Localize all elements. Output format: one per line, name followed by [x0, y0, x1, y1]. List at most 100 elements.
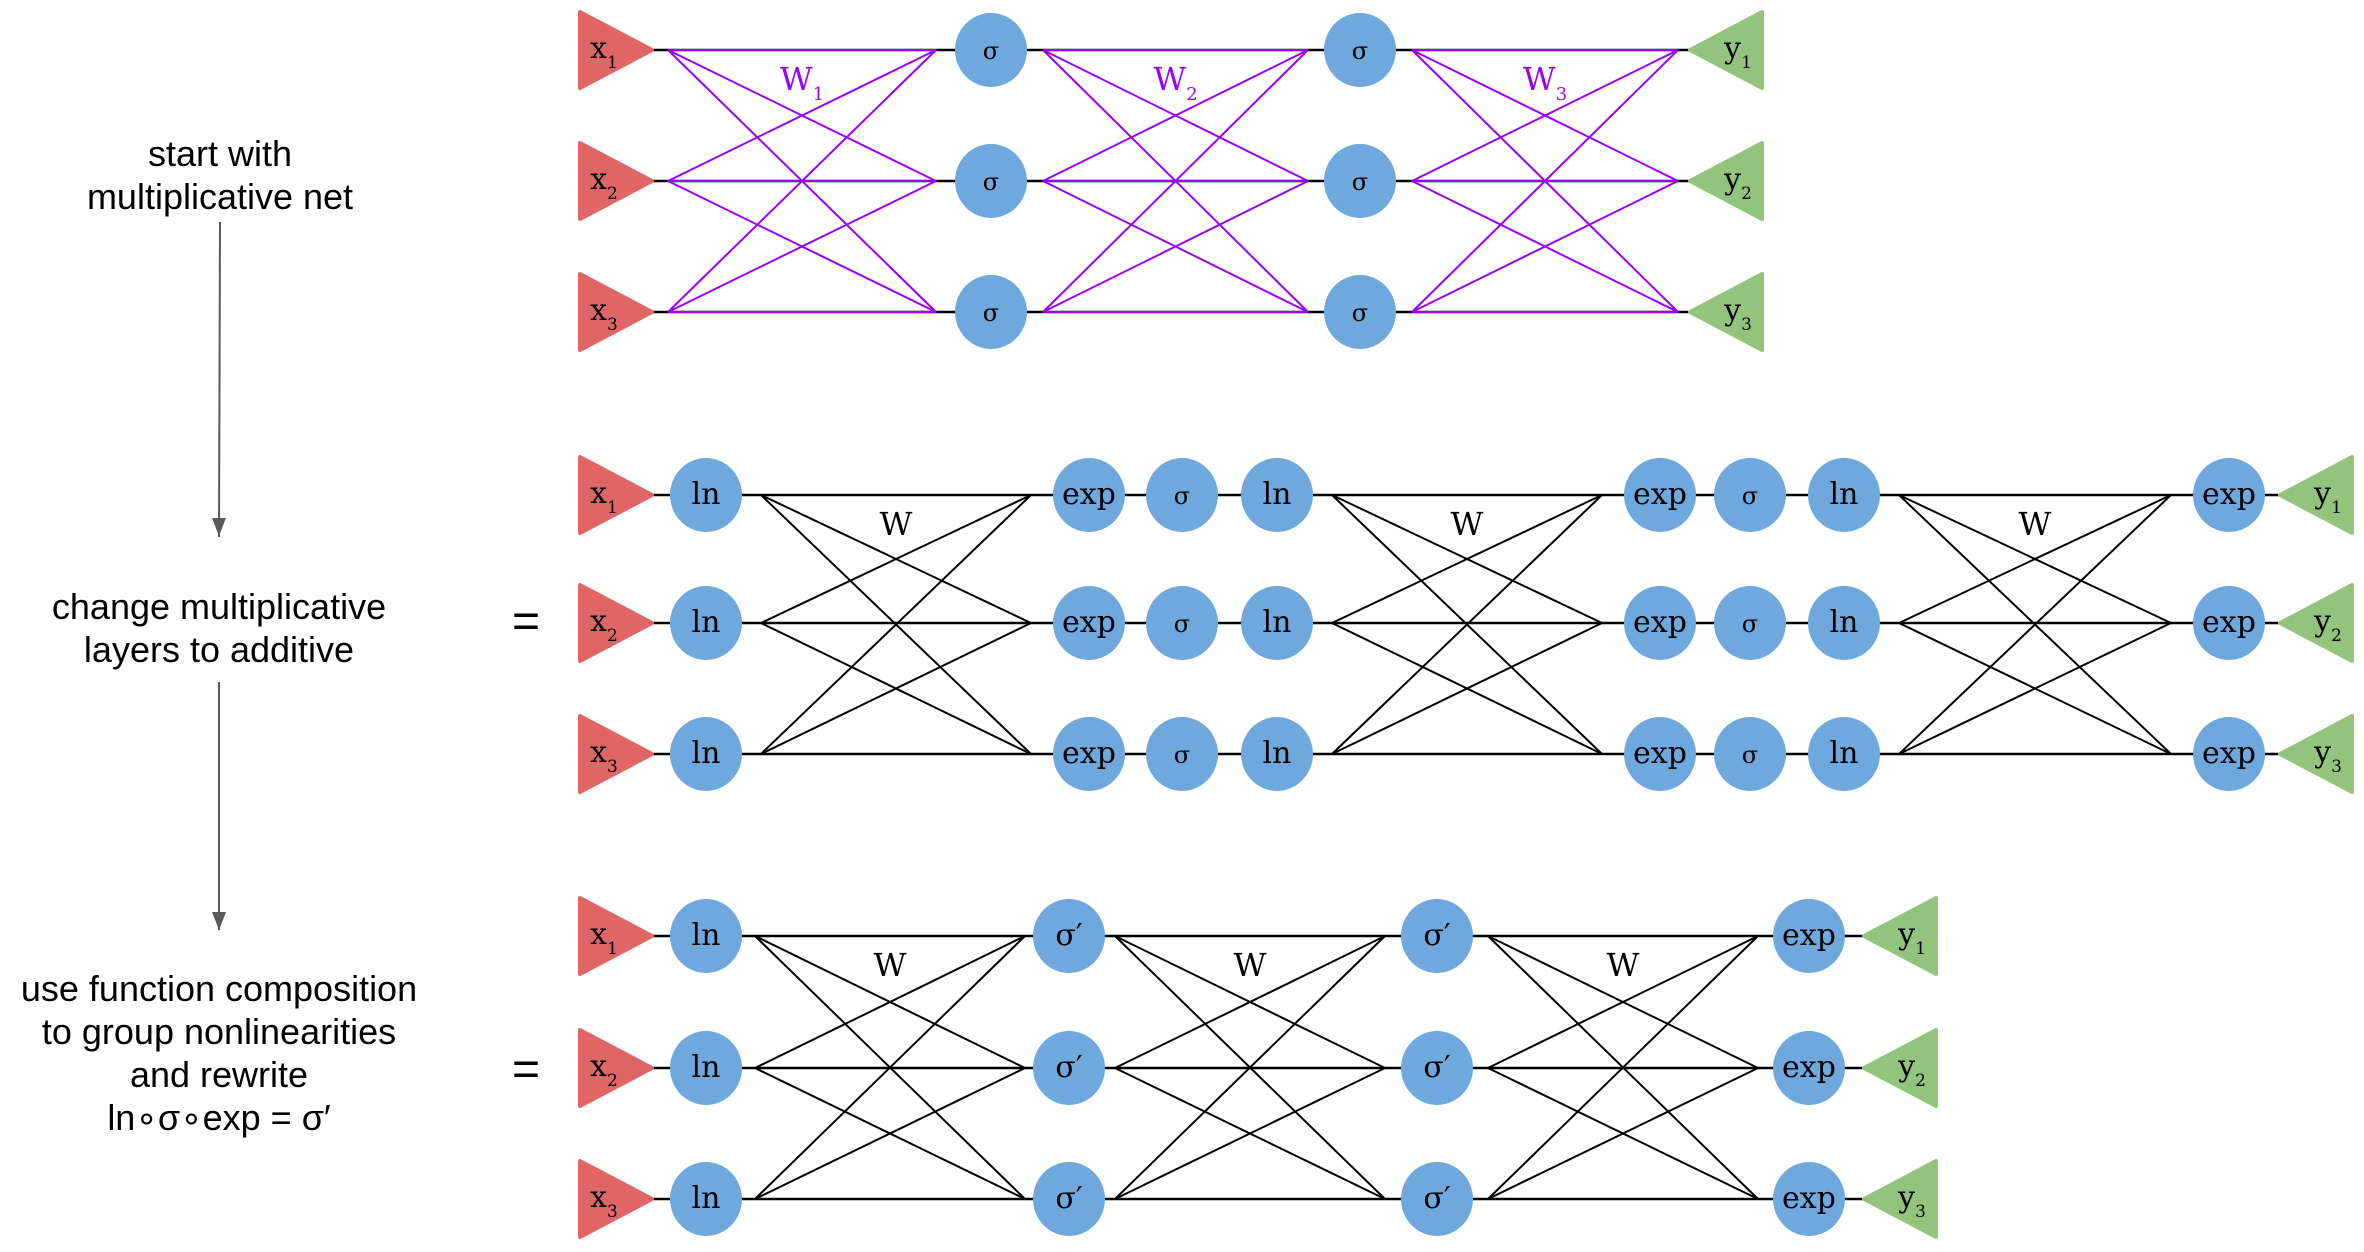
function-circle	[1714, 586, 1786, 660]
weight-label: W3	[1523, 60, 1567, 105]
function-circle	[1401, 1162, 1473, 1236]
function-circle	[1033, 1162, 1105, 1236]
weight-label: W	[1234, 946, 1267, 984]
function-label: exp	[2202, 736, 2256, 771]
function-label: σ	[983, 37, 999, 65]
weight-edge	[1331, 494, 1603, 755]
weight-edge	[667, 49, 937, 182]
function-circle	[1146, 586, 1218, 660]
function-node: exp	[1773, 1031, 1845, 1105]
function-node: ln	[670, 717, 742, 791]
function-label: exp	[2202, 605, 2256, 640]
weight-edge	[754, 1067, 1026, 1200]
function-circle	[1624, 458, 1696, 532]
function-label: σ	[1352, 37, 1368, 65]
weight-edge	[1898, 622, 2172, 755]
input-node: x2	[578, 141, 654, 221]
weight-layer: W	[1487, 935, 1759, 1200]
function-label: exp	[1062, 605, 1116, 640]
function-node: σ	[1146, 586, 1218, 660]
weight-layer: W	[754, 935, 1026, 1200]
function-circle	[1624, 717, 1696, 791]
function-circle	[955, 275, 1027, 349]
function-label: ln	[692, 605, 721, 640]
caption-line: multiplicative net	[87, 176, 353, 217]
output-label: y1	[1897, 917, 1926, 959]
function-circle	[1053, 458, 1125, 532]
weight-layer: W1	[667, 49, 937, 313]
weight-edge	[1487, 935, 1759, 1200]
function-label: ln	[692, 477, 721, 512]
function-circle	[1241, 586, 1313, 660]
output-triangle	[1862, 1159, 1938, 1239]
input-triangle	[578, 714, 654, 794]
function-label: ln	[692, 1181, 721, 1216]
function-circle	[2193, 586, 2265, 660]
weight-edge	[1114, 935, 1386, 1200]
weight-edge	[1411, 49, 1679, 182]
function-node: exp	[1773, 1162, 1845, 1236]
input-node: x3	[578, 714, 654, 794]
input-node: x2	[578, 583, 654, 663]
output-node: y1	[1862, 896, 1938, 976]
input-label: x3	[590, 735, 618, 777]
step-arrow	[218, 221, 221, 538]
function-node: ln	[1241, 717, 1313, 791]
function-node: σ	[1324, 144, 1396, 218]
caption-line: ln∘σ∘exp = σ′	[107, 1097, 331, 1138]
function-label: exp	[1782, 1181, 1836, 1216]
input-label: x3	[590, 1180, 618, 1222]
function-circle	[2193, 717, 2265, 791]
function-label: exp	[1782, 918, 1836, 953]
function-label: exp	[2202, 477, 2256, 512]
step-caption-additive: change multiplicative layers to additive	[52, 586, 386, 670]
output-node: y1	[2278, 455, 2354, 535]
weight-edge	[760, 494, 1032, 755]
function-label: σ	[1742, 482, 1758, 510]
function-node: exp	[2193, 717, 2265, 791]
function-node: ln	[670, 1031, 742, 1105]
function-node: exp	[1053, 586, 1125, 660]
equals-sign: =	[512, 1043, 540, 1096]
weight-edge	[1331, 494, 1603, 624]
function-circle	[1241, 717, 1313, 791]
function-node: ln	[670, 458, 742, 532]
arrowhead-icon	[212, 912, 226, 930]
function-label: σ	[1174, 610, 1190, 638]
weight-layer: W2	[1042, 49, 1309, 313]
weight-layer: W3	[1411, 49, 1679, 313]
weight-label: W	[1607, 946, 1640, 984]
function-circle	[2193, 458, 2265, 532]
weight-edge	[1042, 180, 1309, 313]
input-node: x1	[578, 455, 654, 535]
input-label: x2	[590, 604, 618, 646]
input-node: x3	[578, 272, 654, 352]
output-label: y2	[1723, 162, 1752, 204]
function-label: exp	[1633, 736, 1687, 771]
function-node: exp	[1624, 586, 1696, 660]
function-circle	[1401, 1031, 1473, 1105]
function-circle	[1324, 13, 1396, 87]
function-circle	[1773, 899, 1845, 973]
input-label: x1	[590, 917, 618, 959]
output-triangle	[2278, 455, 2354, 535]
input-label: x2	[590, 162, 618, 204]
function-circle	[1773, 1162, 1845, 1236]
weight-edge	[1411, 49, 1679, 313]
function-label: ln	[1263, 477, 1292, 512]
input-label: x1	[590, 476, 618, 518]
nodes: x1x2x3y1y2y3lnlnlnexpexpexpσσσlnlnlnexpe…	[578, 455, 2354, 794]
weight-layer: W	[1331, 494, 1603, 755]
output-node: y2	[1688, 141, 1764, 221]
function-circle	[1714, 458, 1786, 532]
output-node: y1	[1688, 10, 1764, 90]
weight-edge	[754, 935, 1026, 1069]
function-node: σ′	[1033, 1162, 1105, 1236]
function-circle	[670, 586, 742, 660]
function-label: σ′	[1423, 1050, 1450, 1085]
function-node: σ′	[1401, 1162, 1473, 1236]
caption-line: change multiplicative	[52, 586, 386, 627]
caption-line: start with	[148, 133, 292, 174]
